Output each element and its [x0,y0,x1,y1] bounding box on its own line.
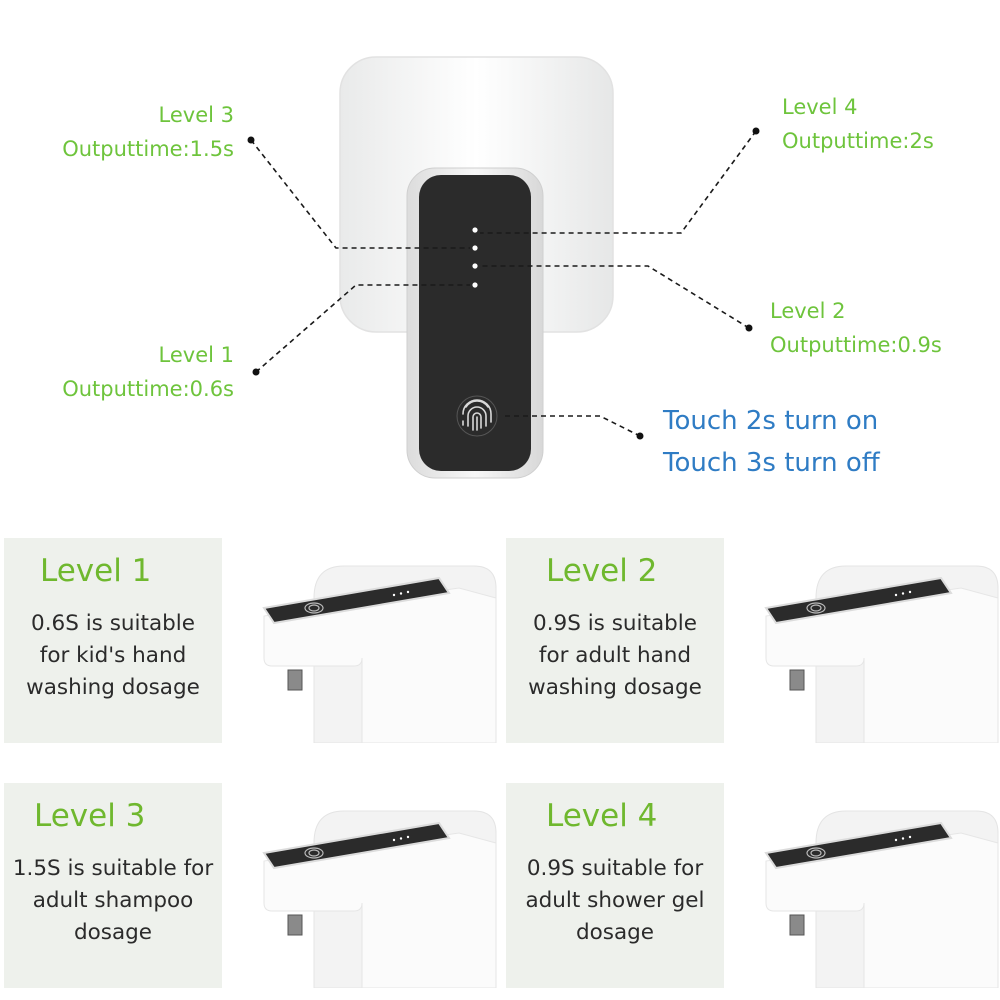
description-line: washing dosage [528,675,702,700]
led-indicator-icon [894,590,912,597]
led-indicator-icon [472,282,478,288]
description-line: 0.9S suitable for [526,856,704,881]
description-line: for kid's hand [39,643,187,668]
nozzle [789,669,805,691]
leader-line-level-2 [480,265,750,329]
fingerprint-icon [304,602,324,614]
callout-level-3: Level 3 Outputtime:1.5s [62,98,234,166]
level-card-title: Level 2 [546,553,658,589]
description-line: 1.5S is suitable for [12,856,214,881]
leader-dot [247,136,255,144]
nozzle [287,669,303,691]
description-line: 0.9S is suitable [533,611,697,636]
leader-line-level-3 [250,139,470,249]
dispenser-photo [234,538,498,743]
level-card-title: Level 3 [34,798,146,834]
callout-level-3-title: Level 3 [158,103,234,127]
level-card-description: 0.6S is suitable for kid's hand washing … [4,608,222,704]
led-indicator-icon [472,227,478,233]
callout-level-1: Level 1 Outputtime:0.6s [62,338,234,406]
callout-level-3-output: Outputtime:1.5s [62,137,234,161]
level-card-4: Level 4 0.9S suitable for adult shower g… [506,783,1000,988]
touch-off-text: Touch 3s turn off [663,448,880,478]
leader-line-level-4 [480,130,757,234]
description-line: dosage [73,920,153,945]
level-card-description: 0.9S suitable for adult shower gel dosag… [506,853,724,949]
level-card-title: Level 1 [40,553,152,589]
callout-level-2-output: Outputtime:0.9s [770,333,942,357]
description-line: adult shower gel [525,888,705,913]
leader-line-level-1 [255,284,470,373]
led-indicator-icon [472,263,478,269]
level-card-description: 1.5S is suitable for adult shampoo dosag… [4,853,222,949]
level-card-text: Level 2 0.9S is suitable for adult hand … [506,538,724,743]
leader-dot [745,324,753,332]
dispenser-photo [736,538,1000,743]
led-indicator-icon [472,245,478,251]
level-card-text: Level 1 0.6S is suitable for kid's hand … [4,538,222,743]
level-card-description: 0.9S is suitable for adult hand washing … [506,608,724,704]
leader-dot [252,368,260,376]
leader-dot [636,432,644,440]
dispenser-diagram: Level 3 Outputtime:1.5s Level 4 Outputti… [62,56,942,484]
dispenser-front-view [247,56,760,479]
callout-level-1-output: Outputtime:0.6s [62,377,234,401]
touch-instructions: Touch 2s turn on Touch 3s turn off [663,400,880,484]
fingerprint-icon [806,602,826,614]
led-indicator-icon [392,835,410,842]
description-line: 0.6S is suitable [31,611,195,636]
leader-line-touch [505,415,641,437]
callout-level-4: Level 4 Outputtime:2s [782,90,934,158]
callout-level-2: Level 2 Outputtime:0.9s [770,294,942,362]
control-panel [419,175,531,471]
fingerprint-icon[interactable] [456,395,498,437]
nozzle [287,914,303,936]
level-card-title: Level 4 [546,798,658,834]
level-card-text: Level 3 1.5S is suitable for adult shamp… [4,783,222,988]
fingerprint-icon [304,847,324,859]
touch-on-text: Touch 2s turn on [663,406,879,436]
nozzle [789,914,805,936]
callout-level-2-title: Level 2 [770,299,846,323]
level-card-1: Level 1 0.6S is suitable for kid's hand … [4,538,498,743]
fingerprint-icon [806,847,826,859]
callout-level-4-title: Level 4 [782,95,858,119]
description-line: adult shampoo [32,888,194,913]
led-indicator-icon [894,835,912,842]
level-card-text: Level 4 0.9S suitable for adult shower g… [506,783,724,988]
callout-level-1-title: Level 1 [158,343,234,367]
dispenser-photo [234,783,498,988]
level-card-2: Level 2 0.9S is suitable for adult hand … [506,538,1000,743]
description-line: dosage [575,920,655,945]
dispenser-photo [736,783,1000,988]
description-line: washing dosage [26,675,200,700]
leader-dot [752,127,760,135]
callout-level-4-output: Outputtime:2s [782,129,934,153]
description-line: for adult hand [538,643,692,668]
level-card-3: Level 3 1.5S is suitable for adult shamp… [4,783,498,988]
led-indicator-icon [392,590,410,597]
